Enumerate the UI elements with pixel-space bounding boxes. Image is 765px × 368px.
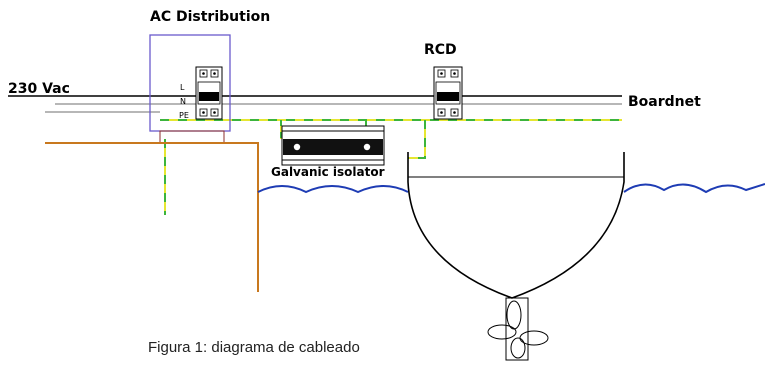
boardnet-label: Boardnet	[628, 94, 701, 110]
earth-conductor	[45, 111, 622, 215]
figure-caption: Figura 1: diagrama de cableado	[148, 339, 360, 356]
galvanic-isolator	[281, 125, 385, 166]
distribution-breaker	[195, 66, 223, 120]
propeller-icon	[487, 297, 549, 361]
rcd-label: RCD	[424, 42, 457, 58]
shore-power-cable	[45, 142, 259, 292]
galvanic-isolator-label: Galvanic isolator	[271, 165, 385, 179]
earth-terminal-label: PE	[179, 111, 189, 120]
input-voltage-label: 230 Vac	[8, 81, 70, 97]
boat-hull	[407, 152, 625, 299]
water-line-right	[623, 183, 765, 194]
neutral-terminal-label: N	[180, 97, 186, 106]
distribution-box-base	[159, 130, 225, 144]
rcd-breaker	[433, 66, 463, 120]
water-line-left	[257, 185, 409, 194]
live-terminal-label: L	[180, 83, 185, 92]
ac-distribution-title: AC Distribution	[150, 9, 270, 25]
